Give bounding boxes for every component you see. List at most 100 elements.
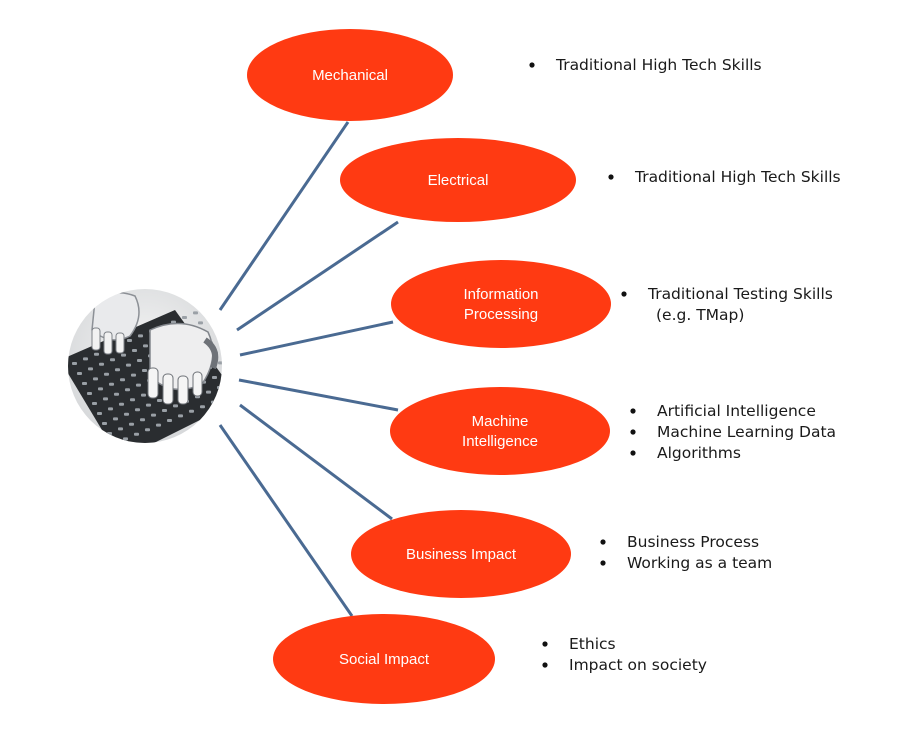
keyboard-key (134, 432, 139, 436)
keyboard-key (130, 398, 135, 402)
keyboard-key (151, 413, 156, 417)
skill-node-label: Intelligence (462, 433, 538, 450)
keyboard-key (129, 422, 134, 426)
keyboard-key (94, 352, 99, 356)
connector-line (218, 424, 354, 617)
keyboard-key (233, 391, 238, 394)
keyboard-key (115, 368, 120, 372)
keyboard-key (98, 387, 103, 391)
keyboard-key (173, 404, 178, 408)
keyboard-key (157, 399, 162, 402)
bullet-dot (542, 662, 548, 668)
bullet-dot (630, 450, 636, 456)
keyboard-key (178, 414, 183, 418)
skill-node-ellipse (340, 138, 576, 222)
keyboard-key (189, 409, 194, 413)
bullet-dot (600, 560, 606, 566)
keyboard-key (137, 359, 142, 362)
skill-node-label: Information (463, 286, 538, 303)
keyboard-key (83, 357, 88, 361)
keyboard-key (99, 362, 104, 366)
keyboard-key (193, 311, 198, 315)
bullet-dot (608, 174, 614, 180)
keyboard-key (141, 393, 146, 397)
keyboard-key (146, 403, 151, 407)
keyboard-key (112, 442, 117, 443)
keyboard-key (107, 432, 112, 435)
bullet-dot (621, 291, 627, 297)
keyboard-key (102, 422, 107, 425)
keyboard-key (113, 417, 118, 421)
skill-node-label: Electrical (428, 172, 489, 189)
robot-hand-icon (147, 322, 219, 405)
bullet-text: Traditional High Tech Skills (555, 56, 762, 74)
keyboard-key (218, 361, 222, 365)
bullet-text: Traditional Testing Skills (647, 285, 833, 303)
bullet-dot (630, 408, 636, 414)
keyboard-key (131, 373, 136, 377)
skill-node-label: Business Impact (406, 546, 517, 563)
keyboard-key (110, 358, 115, 362)
keyboard-key (82, 382, 87, 385)
bullet-dot (630, 429, 636, 435)
keyboard-key (142, 369, 147, 372)
keyboard-key (222, 396, 227, 399)
keyboard-key (156, 423, 161, 427)
skill-node-label: Mechanical (312, 67, 388, 84)
skill-node-ellipse (390, 387, 610, 475)
keyboard-key (125, 388, 130, 392)
skill-node: Mechanical Traditional High Tech Skills (247, 29, 762, 121)
bullet-text: Working as a team (627, 554, 772, 572)
bullet-text: Business Process (627, 533, 759, 551)
keyboard-key (92, 402, 97, 405)
bullet-text: (e.g. TMap) (656, 306, 744, 324)
skill-node-ellipse (351, 510, 571, 598)
keyboard-key (167, 419, 172, 422)
connector-line (236, 220, 399, 332)
keyboard-key (108, 407, 113, 411)
keyboard-key (93, 377, 98, 381)
keyboard-key (138, 334, 143, 338)
keyboard-key (140, 418, 145, 422)
keyboard-key (118, 427, 123, 431)
keyboard-key (127, 339, 132, 342)
keyboard-key (77, 372, 82, 375)
keyboard-key (211, 400, 216, 404)
robot-hands-keyboard-image (68, 289, 238, 443)
skill-node-label: Machine (472, 413, 529, 430)
keyboard-key (123, 437, 128, 441)
keyboard-key (132, 349, 137, 352)
connector-line (239, 320, 394, 357)
keyboard-key (206, 390, 211, 394)
bullet-dot (529, 62, 535, 68)
keyboard-key (97, 412, 102, 415)
connector-lines (218, 121, 399, 617)
connector-line (238, 378, 399, 412)
keyboard-key (136, 383, 141, 387)
skill-node-ellipse (273, 614, 495, 704)
keyboard-key (103, 397, 108, 401)
keyboard-key (124, 412, 129, 416)
bullet-dot (542, 641, 548, 647)
keyboard-key (198, 321, 203, 325)
bullet-text: Impact on society (569, 656, 707, 674)
skill-node-ellipse (247, 29, 453, 121)
keyboard-key (126, 363, 131, 367)
keyboard-key (223, 371, 228, 374)
keyboard-key (114, 392, 119, 396)
keyboard-key (143, 344, 148, 348)
bullet-text: Artificial Intelligence (657, 402, 816, 420)
keyboard-key (119, 402, 124, 406)
bullet-text: Ethics (569, 635, 616, 653)
keyboard-key (135, 408, 140, 412)
keyboard-key (72, 362, 77, 365)
bullet-dot (600, 539, 606, 545)
keyboard-key (87, 392, 92, 395)
keyboard-key (217, 386, 222, 389)
keyboard-key (109, 382, 114, 386)
